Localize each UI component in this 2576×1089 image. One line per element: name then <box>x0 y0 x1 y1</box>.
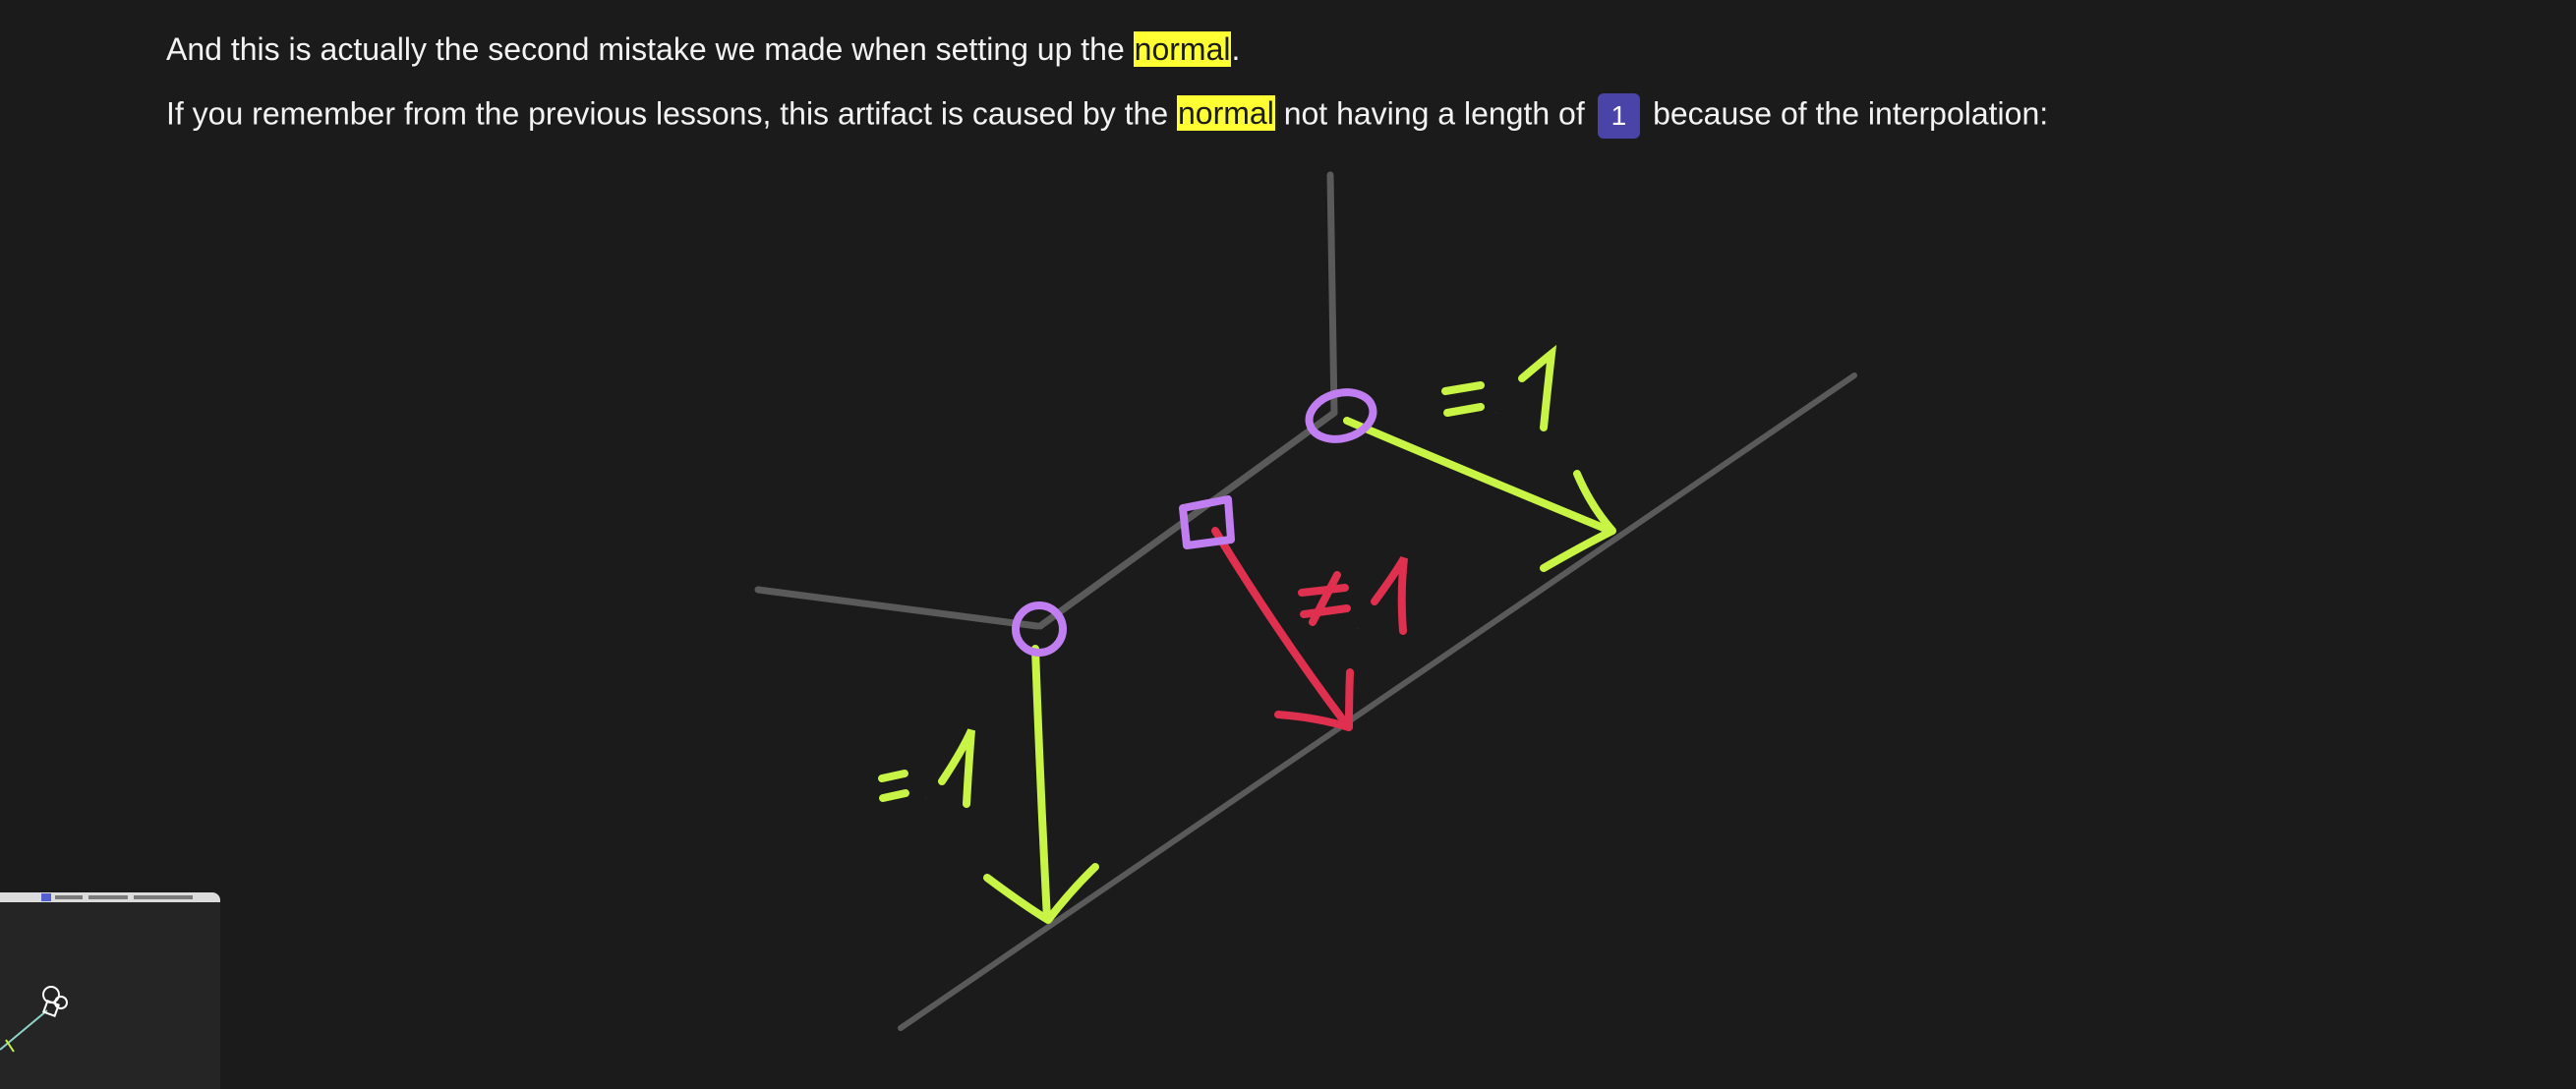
interpolated-normal <box>1211 527 1354 731</box>
paragraph-mistake: And this is actually the second mistake … <box>166 29 1240 69</box>
paragraph-artifact-explanation: If you remember from the previous lesson… <box>166 93 2048 139</box>
p2-text-after: because of the interpolation: <box>1644 95 2049 132</box>
unit-normal-left-shaft <box>1031 645 1051 923</box>
p2-text-middle: not having a length of <box>1274 95 1594 132</box>
label-left-text: = 1 <box>924 797 926 799</box>
unit-normal-right-arrowhead <box>1540 470 1616 572</box>
mini-drawing-preview-icon <box>0 986 68 1053</box>
vertex-circle-top <box>1305 388 1377 443</box>
gray-geometry <box>754 171 1857 1031</box>
p2-text-before: If you remember from the previous lesson… <box>166 95 1177 132</box>
toolbar-extra-icon[interactable] <box>134 895 193 899</box>
label-eq-one-top <box>1441 344 1557 431</box>
unit-normal-right <box>1343 417 1616 572</box>
interpolated-normal-shaft <box>1211 527 1351 729</box>
label-neq-one <box>1298 555 1408 635</box>
code-highlight-normal: normal <box>1133 31 1232 67</box>
unit-normal-left <box>983 645 1099 924</box>
unit-normal-right-shaft <box>1343 417 1614 535</box>
p1-text-after: . <box>1231 31 1241 67</box>
p1-text-before: And this is actually the second mistake … <box>166 31 1134 67</box>
label-middle-text: ≠ 1 <box>1357 628 1359 630</box>
minimap-toolbar[interactable] <box>0 892 220 902</box>
fragment-square-marker <box>1179 495 1235 549</box>
code-highlight-normal-2: normal <box>1177 95 1275 132</box>
toolbar-active-tool-icon[interactable] <box>41 893 51 901</box>
label-eq-one-left <box>878 728 975 808</box>
left-edge-line <box>754 586 1041 630</box>
value-badge: 1 <box>1597 93 1641 139</box>
vertical-edge-line <box>1326 171 1338 417</box>
interpolated-normal-arrowhead <box>1274 668 1354 731</box>
toolbar-options-icon[interactable] <box>88 895 128 899</box>
vertex-circle-left <box>1012 602 1067 657</box>
vertex-markers <box>1012 388 1377 657</box>
unit-normal-left-arrowhead <box>983 863 1099 924</box>
label-top-right-text: = 1 <box>1494 412 1496 414</box>
minimap-panel[interactable] <box>0 892 220 1089</box>
toolbar-tools-icon[interactable] <box>55 895 83 899</box>
surface-line <box>898 373 1857 1031</box>
